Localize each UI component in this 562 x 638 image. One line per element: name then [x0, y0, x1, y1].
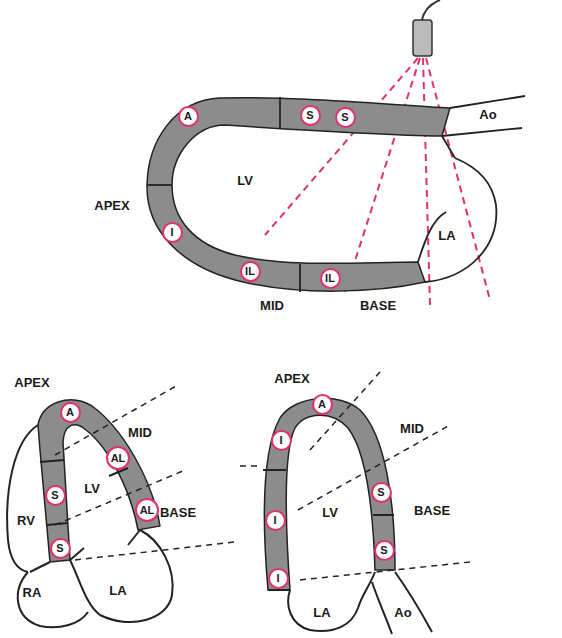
- chambers: [263, 470, 432, 634]
- transducer: [413, 20, 432, 56]
- segment-letter: S: [377, 487, 384, 498]
- segment-letter: I: [273, 515, 276, 526]
- segment-letter: S: [341, 112, 348, 123]
- lv-wall: [264, 398, 395, 590]
- segment-letter: A: [184, 111, 192, 122]
- view-label: MID: [400, 422, 424, 435]
- segment-marker: A: [60, 402, 81, 423]
- segment-marker: AL: [135, 498, 159, 522]
- lv-wall: [147, 98, 450, 291]
- segment-marker: IL: [240, 261, 261, 282]
- segment-letter: I: [279, 435, 282, 446]
- view-label: APEX: [274, 372, 309, 385]
- segment-marker: I: [268, 568, 289, 589]
- view-label: MID: [128, 426, 152, 439]
- segment-marker: IL: [320, 268, 341, 289]
- view-label: APEX: [94, 199, 129, 212]
- view-label: LV: [84, 482, 100, 495]
- segment-marker: AL: [106, 446, 130, 470]
- view-label: RA: [23, 586, 42, 599]
- segment-marker: S: [45, 485, 66, 506]
- view-label: LA: [109, 584, 126, 597]
- view-label: BASE: [360, 299, 396, 312]
- view-label: APEX: [14, 376, 49, 389]
- segment-letter: S: [306, 110, 313, 121]
- segment-letter: I: [170, 227, 173, 238]
- segment-letter: AL: [111, 453, 126, 464]
- chambers: [147, 96, 525, 292]
- lv-wall: [38, 400, 160, 562]
- view-label: BASE: [160, 506, 196, 519]
- segment-marker: S: [50, 538, 71, 559]
- view-label: BASE: [414, 504, 450, 517]
- chambers: [7, 425, 172, 627]
- view-label: RV: [17, 514, 35, 527]
- view-label: LA: [313, 606, 330, 619]
- view-label: LV: [322, 506, 338, 519]
- view-label: LV: [237, 174, 253, 187]
- segment-marker: I: [271, 430, 292, 451]
- segment-marker: I: [265, 510, 286, 531]
- segment-marker: S: [300, 105, 321, 126]
- segment-marker: I: [162, 222, 183, 243]
- segment-marker: A: [312, 394, 333, 415]
- segment-marker: S: [335, 107, 356, 128]
- segment-letter: S: [56, 543, 63, 554]
- segment-marker: A: [178, 106, 199, 127]
- segment-letter: I: [276, 573, 279, 584]
- view-label: LA: [438, 229, 455, 242]
- segment-planes: [55, 385, 235, 560]
- segment-marker: S: [374, 540, 395, 561]
- segment-marker: S: [371, 482, 392, 503]
- view-label: Ao: [479, 108, 496, 121]
- view-label: Ao: [394, 606, 411, 619]
- segment-letter: AL: [140, 505, 155, 516]
- view-label: MID: [260, 299, 284, 312]
- segment-letter: A: [318, 399, 326, 410]
- segment-letter: S: [380, 545, 387, 556]
- segment-letter: S: [51, 490, 58, 501]
- segment-letter: IL: [325, 273, 335, 284]
- segment-letter: IL: [245, 266, 255, 277]
- probe-cable: [422, 0, 440, 20]
- segment-planes: [240, 372, 470, 580]
- segment-letter: A: [66, 407, 74, 418]
